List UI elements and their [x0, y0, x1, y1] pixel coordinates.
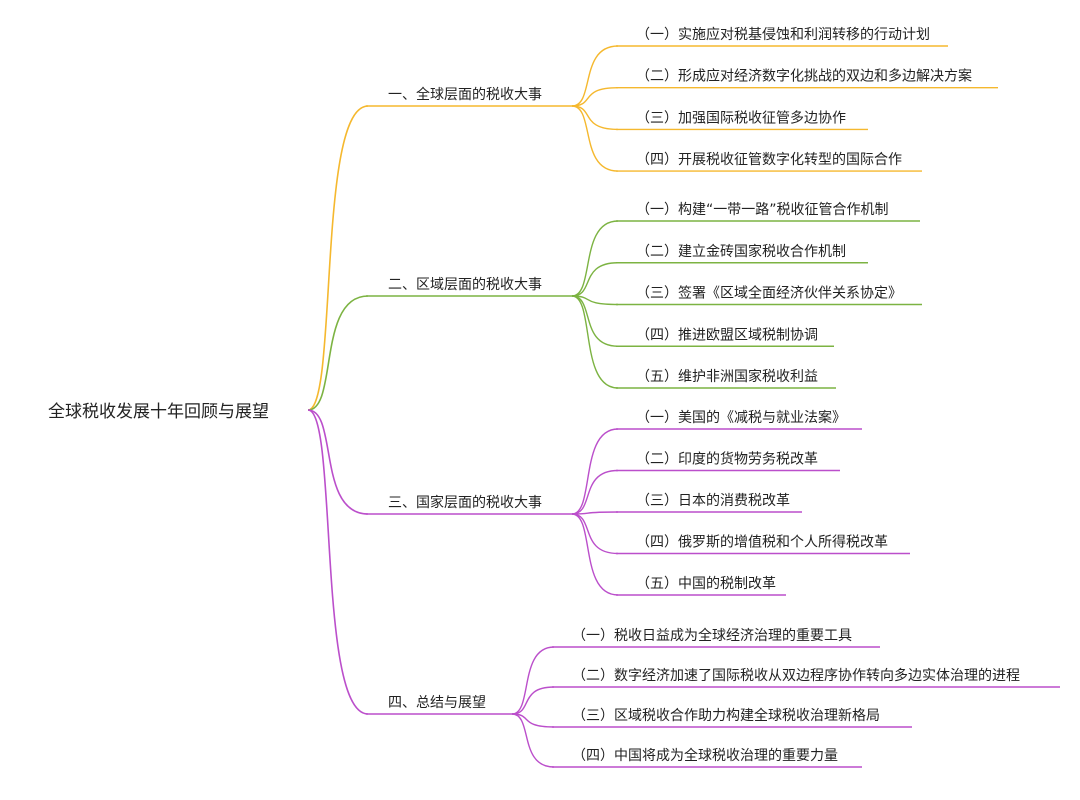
child-connector	[571, 428, 619, 515]
child-connector	[571, 220, 619, 297]
branch-connector	[307, 409, 369, 515]
child-connector	[571, 513, 619, 555]
child-connector	[511, 713, 555, 768]
subtopic[interactable]: （三）签署《区域全面经济伙伴关系协定》	[636, 285, 902, 302]
child-connector	[571, 45, 619, 107]
branch-connector	[307, 105, 369, 411]
subtopic[interactable]: （二）形成应对经济数字化挑战的双边和多边解决方案	[636, 68, 972, 85]
child-connector	[571, 513, 619, 596]
root-topic[interactable]: 全球税收发展十年回顾与展望	[48, 402, 269, 422]
subtopic[interactable]: （四）开展税收征管数字化转型的国际合作	[636, 152, 902, 168]
child-connector	[571, 295, 619, 347]
subtopic[interactable]: （四）俄罗斯的增值税和个人所得税改革	[636, 534, 888, 551]
child-connector	[571, 469, 619, 515]
branch-topic[interactable]: 四、总结与展望	[388, 695, 486, 711]
child-connector	[571, 87, 619, 107]
branch-topic[interactable]: 三、国家层面的税收大事	[388, 494, 542, 511]
subtopic[interactable]: （一）实施应对税基侵蚀和利润转移的行动计划	[636, 26, 930, 43]
child-connector	[571, 295, 619, 389]
branch-connector	[307, 409, 369, 715]
branch-topic[interactable]: 二、区域层面的税收大事	[388, 277, 542, 293]
subtopic[interactable]: （四）中国将成为全球税收治理的重要力量	[572, 747, 838, 764]
child-connector	[571, 105, 619, 172]
child-connector	[571, 105, 619, 131]
subtopic[interactable]: （二）建立金砖国家税收合作机制	[636, 243, 846, 260]
subtopic[interactable]: （一）构建“一带一路”税收征管合作机制	[636, 202, 889, 218]
child-connector	[511, 713, 555, 728]
subtopic[interactable]: （三）加强国际税收征管多边协作	[636, 109, 846, 126]
subtopic[interactable]: （一）美国的《减税与就业法案》	[636, 409, 846, 426]
child-connector	[571, 262, 619, 297]
subtopic[interactable]: （三）区域税收合作助力构建全球税收治理新格局	[572, 707, 880, 724]
subtopic[interactable]: （三）日本的消费税改革	[636, 493, 790, 509]
subtopic[interactable]: （五）中国的税制改革	[636, 576, 776, 592]
branch-connector	[307, 295, 369, 411]
child-connector	[571, 511, 619, 515]
branch-topic[interactable]: 一、全球层面的税收大事	[388, 86, 542, 103]
child-connector	[511, 646, 555, 715]
subtopic[interactable]: （一）税收日益成为全球经济治理的重要工具	[572, 627, 852, 644]
subtopic[interactable]: （二）印度的货物劳务税改革	[636, 451, 818, 468]
subtopic[interactable]: （四）推进欧盟区域税制协调	[636, 327, 818, 343]
subtopic[interactable]: （二）数字经济加速了国际税收从双边程序协作转向多边实体治理的进程	[572, 667, 1020, 684]
child-connector	[511, 686, 555, 715]
child-connector	[571, 295, 619, 306]
subtopic[interactable]: （五）维护非洲国家税收利益	[636, 368, 818, 385]
